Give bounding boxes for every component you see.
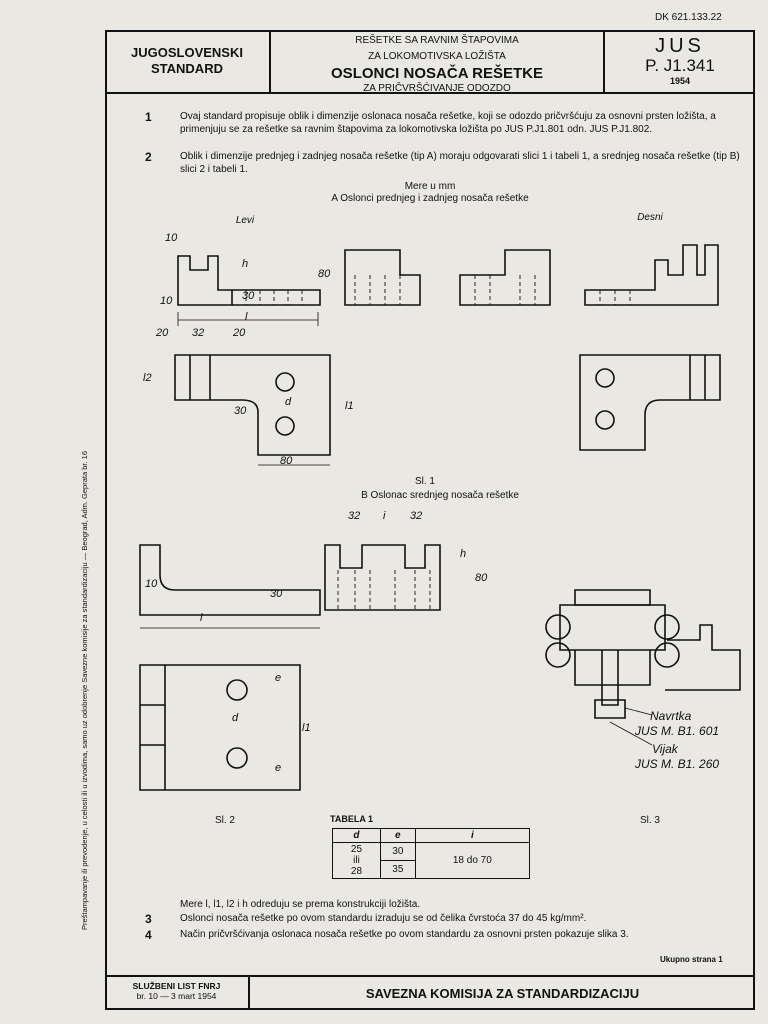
table-d-ili: ili: [353, 855, 360, 866]
para-2-number: 2: [145, 150, 152, 164]
dim-10-a: 10: [165, 232, 178, 244]
dim-20-b: 20: [233, 327, 246, 339]
para-4-number: 4: [145, 928, 152, 942]
para-1-text: Ovaj standard propisuje oblik i dimenzij…: [180, 111, 716, 135]
table-row: 25 ili 28 30 35 18 do 70: [332, 842, 531, 879]
sl1-right-plan: [579, 354, 721, 451]
sl1-left-plan: [174, 354, 331, 466]
table-d-25: 25: [350, 844, 363, 855]
jus-label: JUS: [655, 35, 705, 57]
table-d-28: 28: [350, 866, 363, 877]
document-frame: [105, 30, 755, 1010]
dim-32-c: 32: [348, 510, 361, 522]
header-mid-line1: REŠETKE SA RAVNIM ŠTAPOVIMA: [355, 35, 519, 46]
dim-e-2: e: [275, 762, 282, 774]
vijak-std-label: JUS M. B1. 260: [635, 757, 720, 771]
dim-10-c: 10: [145, 578, 158, 590]
footer-right: SAVEZNA KOMISIJA ZA STANDARDIZACIJU: [250, 975, 755, 1010]
table-e-35: 35: [392, 864, 404, 875]
ukupno-strana: Ukupno strana 1: [660, 955, 723, 964]
dim-10-b: 10: [160, 295, 173, 307]
dim-d-1: d: [285, 396, 292, 408]
table-cell-d: 25 ili 28: [332, 842, 381, 879]
note-mere: Mere l, l1, l2 i h odreduju se prema kon…: [180, 899, 421, 910]
dim-80-3: 80: [475, 572, 488, 584]
dim-30-2: 30: [234, 405, 247, 417]
header-left-line2: STANDARD: [151, 61, 223, 76]
table-header-i: i: [414, 828, 531, 843]
dim-l2: l2: [143, 372, 152, 384]
dim-l1-2: l1: [302, 722, 311, 734]
standard-year: 1954: [669, 76, 691, 86]
dim-32-a: 32: [192, 327, 205, 339]
para-4-text: Način pričvršćivanja oslonaca nosača reš…: [180, 929, 629, 940]
table-cell-i: 18 do 70: [414, 842, 531, 879]
dim-l-1: l: [245, 311, 248, 323]
header-mid-line2: ZA LOKOMOTIVSKA LOŽIŠTA: [368, 51, 506, 62]
table-e-30: 30: [380, 843, 415, 861]
dim-d-2: d: [232, 712, 239, 724]
dim-80-1: 80: [318, 268, 331, 280]
table-cell-e: 30 35: [379, 842, 416, 879]
standard-code: P. J1.341: [645, 56, 715, 75]
sl2-front: [324, 544, 441, 611]
para-2-text: Oblik i dimenzije prednjeg i zadnjeg nos…: [180, 151, 740, 175]
header-left: JUGOSLOVENSKI STANDARD: [105, 30, 271, 94]
vijak-label: Vijak: [652, 742, 678, 756]
dim-e-1: e: [275, 672, 282, 684]
sl1-front-views: [344, 249, 551, 306]
mere-label: Mere u mm: [404, 181, 456, 192]
table-header-row: d e i: [332, 828, 531, 843]
navrtka-label: Navrtka: [650, 709, 692, 723]
footer-left: SLUŽBENI LIST FNRJ br. 10 — 3 mart 1954: [105, 975, 250, 1010]
dim-h-2: h: [460, 548, 467, 560]
dim-l1-1: l1: [345, 400, 354, 412]
dim-30-1: 30: [242, 290, 255, 302]
dim-l-2: l: [200, 612, 203, 624]
table-title: TABELA 1: [330, 814, 374, 824]
sl2-caption: Sl. 2: [214, 815, 235, 826]
side-note: Preštampavanje ili prevodenje, u celosti…: [80, 450, 89, 930]
header-left-line1: JUGOSLOVENSKI: [131, 45, 243, 60]
levi-label: Levi: [235, 215, 255, 226]
table-1: d e i 25 ili 28 30 35 18 do 70: [332, 828, 531, 879]
para-3-text: Oslonci nosača rešetke po ovom standardu…: [180, 913, 587, 924]
dim-80-2: 80: [280, 455, 293, 467]
navrtka-std-label: JUS M. B1. 601: [635, 724, 720, 738]
footer-left-line1: SLUŽBENI LIST FNRJ: [132, 981, 221, 991]
sl3-caption: Sl. 3: [639, 815, 660, 826]
para-1-number: 1: [145, 110, 152, 124]
dim-30-3: 30: [270, 588, 283, 600]
dim-i: i: [383, 510, 386, 522]
table-header-e: e: [379, 828, 416, 843]
header-mid-sub: ZA PRIČVRŠĆIVANJE ODOZDO: [363, 83, 511, 94]
sl1-left-profile: [177, 255, 321, 326]
header-standard-code: JUS P. J1.341 1954: [605, 30, 755, 94]
sl2-plan: [139, 664, 301, 791]
footer-left-line2: br. 10 — 3 mart 1954: [136, 991, 217, 1001]
section-b-title: B Oslonac srednjeg nosača rešetke: [361, 490, 519, 501]
dim-20-a: 20: [156, 327, 169, 339]
desni-label: Desni: [637, 212, 663, 223]
sl1-right-profile: [584, 244, 719, 306]
table-header-d: d: [332, 828, 381, 843]
dim-h-1: h: [242, 258, 249, 270]
header-title-block: REŠETKE SA RAVNIM ŠTAPOVIMA ZA LOKOMOTIV…: [271, 30, 605, 94]
sl1-caption: Sl. 1: [414, 476, 435, 487]
header-mid-title: OSLONCI NOSAČA REŠETKE: [331, 65, 543, 82]
dk-number: DK 621.133.22: [655, 12, 722, 23]
sl3-assembly: [545, 589, 741, 746]
sl2-profile: [139, 544, 321, 629]
para-3-number: 3: [145, 912, 152, 926]
dim-32-d: 32: [410, 510, 423, 522]
section-a-title: A Oslonci prednjeg i zadnjeg nosača reše…: [331, 193, 529, 204]
